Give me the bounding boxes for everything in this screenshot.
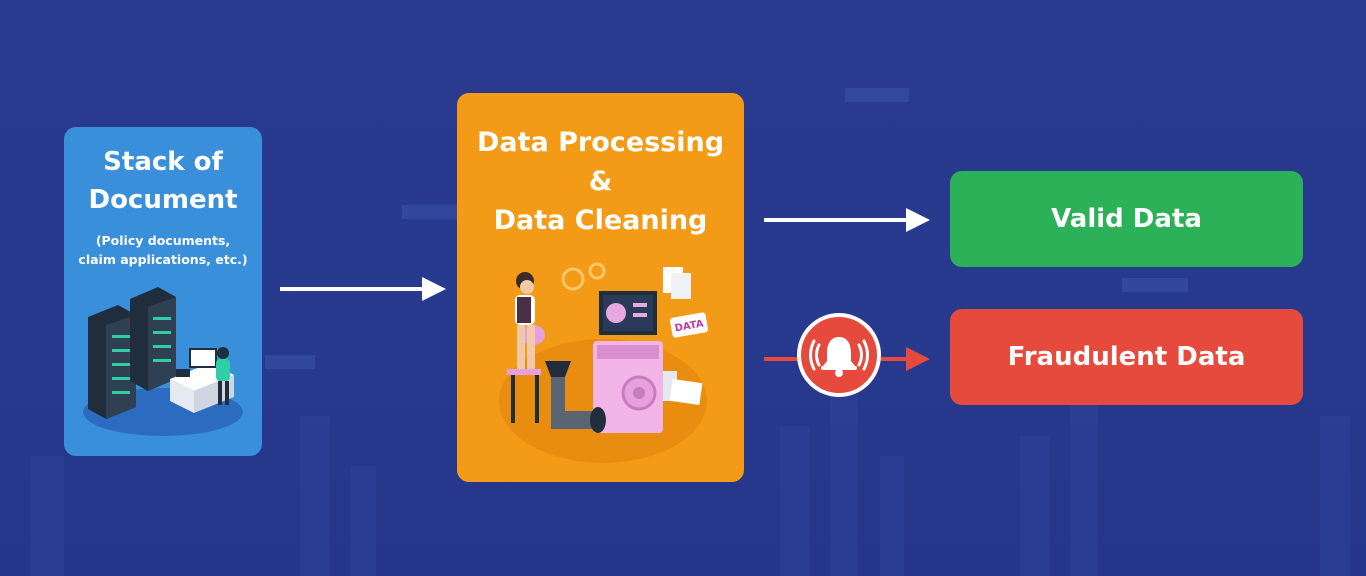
valid-data-box: Valid Data: [950, 171, 1303, 267]
arrow-to-valid-data: [764, 208, 930, 232]
processing-card-title: Data Processing & Data Cleaning: [457, 123, 744, 240]
stack-card-title-line1: Stack of: [103, 147, 223, 177]
stack-card-subtitle-line1: (Policy documents,: [95, 233, 231, 248]
data-tag-label: DATA: [674, 318, 705, 334]
stack-card-subtitle-line2: claim applications, etc.): [78, 252, 248, 267]
server-rack-worker-illustration: [83, 287, 243, 436]
fraudulent-data-label: Fraudulent Data: [1007, 342, 1246, 372]
stack-card-title: Stack of Document: [64, 143, 262, 219]
data-machine-illustration: DATA: [499, 262, 708, 463]
data-processing-card: Data Processing & Data Cleaning DATA: [457, 93, 744, 482]
processing-title-line1: Data Processing: [476, 127, 725, 158]
alarm-bell-icon: [797, 313, 881, 397]
fraudulent-data-box: Fraudulent Data: [950, 309, 1303, 405]
processing-title-line2: &: [588, 166, 613, 197]
stack-card-subtitle: (Policy documents, claim applications, e…: [64, 231, 262, 269]
valid-data-label: Valid Data: [1051, 204, 1202, 234]
stack-card-title-line2: Document: [88, 185, 238, 215]
stack-of-document-card: Stack of Document (Policy documents, cla…: [64, 127, 262, 456]
processing-title-line3: Data Cleaning: [493, 205, 708, 236]
arrow-to-processing: [280, 277, 446, 301]
